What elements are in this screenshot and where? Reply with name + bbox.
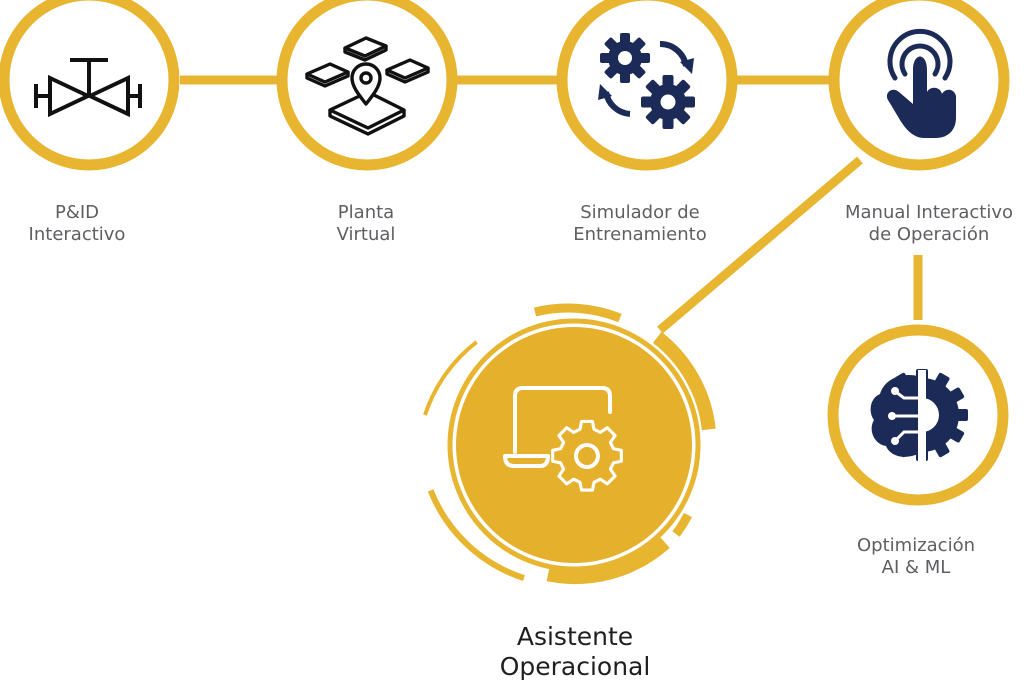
rotating-gears-icon [598, 33, 695, 129]
node-label-planta: Planta Virtual [337, 202, 396, 246]
laptop-gear-icon [503, 386, 623, 492]
node-label-manual: Manual Interactivo de Operación [845, 202, 1013, 246]
connectors [180, 75, 923, 334]
node-label-pid: P&ID Interactivo [29, 202, 126, 246]
node-circle-simulador [556, 0, 738, 171]
node-label-optimizacion: Optimización AI & ML [857, 535, 975, 579]
main-node [423, 303, 716, 585]
main-ring [447, 318, 701, 572]
node-label-line: P&ID [54, 202, 100, 223]
node-label-line: Manual Interactivo [844, 202, 1014, 223]
node-label-simulador: Simulador de Entrenamiento [573, 202, 706, 246]
node-label-line: AI & ML [881, 557, 951, 578]
node-label-line: Simulador de [580, 202, 700, 223]
connector-manual-asistente [657, 156, 863, 334]
node-label-line: Interactivo [28, 224, 126, 245]
node-label-line: Planta [337, 202, 395, 223]
main-arc-outer-2 [546, 537, 670, 585]
main-disc [456, 327, 692, 563]
node-label-line: Virtual [336, 224, 396, 245]
main-arc-outer-5 [533, 303, 622, 323]
brain-gear-icon [870, 369, 968, 462]
valve-icon [34, 58, 142, 118]
node-label-line: de Operación [868, 224, 990, 245]
main-arc-outer-3 [427, 489, 525, 581]
node-label-line: Entrenamiento [573, 224, 707, 245]
virtual-plant-location-icon [305, 36, 430, 136]
main-arc-outer-6 [672, 512, 692, 537]
touch-hand-icon [886, 28, 956, 138]
main-label-line: Asistente [516, 622, 634, 651]
main-node-label: Asistente Operacional [500, 622, 651, 682]
node-label-line: Optimización [857, 535, 975, 556]
main-arc-outer-4 [423, 340, 478, 416]
main-label-line: Operacional [499, 652, 651, 681]
main-arc-outer-1 [652, 331, 716, 431]
